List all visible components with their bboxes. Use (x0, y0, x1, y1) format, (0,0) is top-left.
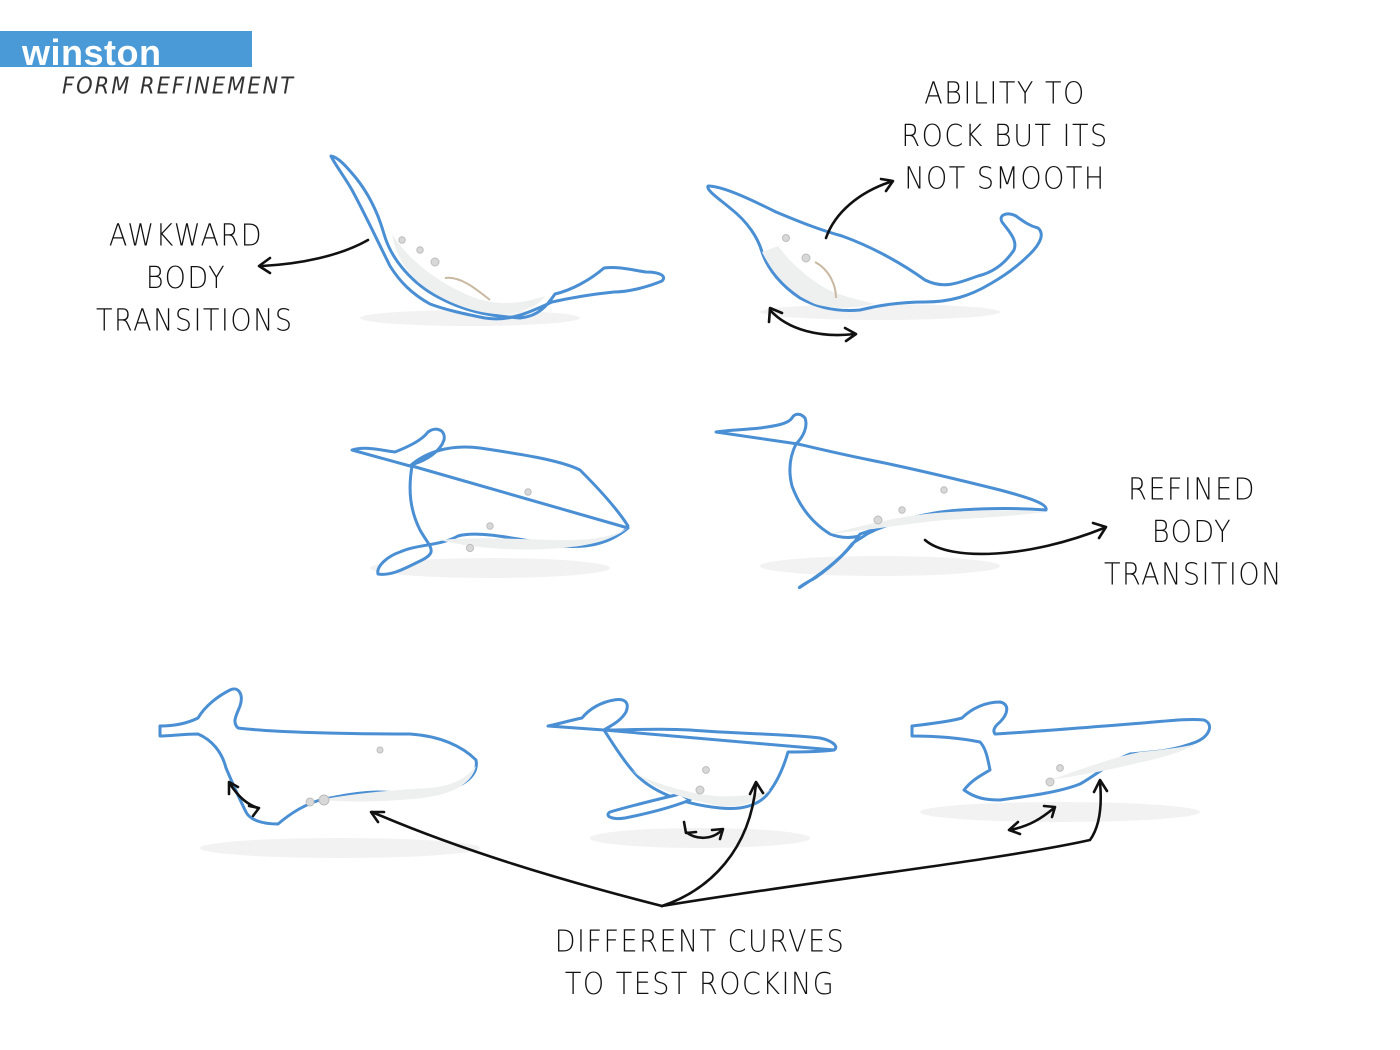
arrow-rock-3 (682, 820, 725, 841)
note-ability-line2: ROCK BUT ITS (901, 119, 1109, 154)
whale-model-2 (706, 184, 1043, 320)
page-title: winston (22, 32, 162, 73)
note-ability: ABILITY TO ROCK BUT ITS NOT SMOOTH (890, 73, 1120, 201)
note-awkward-line3: TRANSITIONS (96, 303, 294, 339)
note-curves-line2: TO TEST ROCKING (564, 967, 836, 1003)
note-refined: REFINED BODY TRANSITION (1104, 469, 1283, 597)
arrow-ability (824, 177, 895, 240)
note-awkward: AWKWARD BODY TRANSITIONS (96, 215, 294, 343)
note-awkward-line1: AWKWARD (108, 218, 264, 254)
whale-model-4 (714, 412, 1048, 590)
arrow-curves (369, 778, 1109, 908)
whale-model-5 (158, 687, 480, 858)
note-curves: DIFFERENT CURVES TO TEST ROCKING (540, 921, 860, 1006)
whale-model-1 (329, 154, 666, 326)
arrow-rock-2 (227, 780, 261, 818)
note-ability-line1: ABILITY TO (924, 76, 1086, 112)
note-refined-line1: REFINED (1128, 472, 1256, 508)
arrow-rock-4 (1007, 804, 1057, 836)
note-ability-line3: NOT SMOOTH (904, 161, 1106, 197)
arrow-awkward (257, 238, 370, 275)
arrow-refined (923, 521, 1108, 556)
whale-model-6 (546, 698, 838, 848)
whale-model-7 (910, 700, 1212, 822)
arrow-rock-1 (767, 306, 858, 343)
note-curves-line1: DIFFERENT CURVES (554, 924, 846, 960)
note-awkward-line2: BODY (145, 261, 227, 296)
whale-model-3 (350, 427, 630, 578)
note-refined-line3: TRANSITION (1104, 557, 1283, 593)
title-bar (0, 31, 252, 67)
note-refined-line2: BODY (1151, 515, 1233, 550)
page-subtitle: FORM REFINEMENT (62, 72, 296, 100)
